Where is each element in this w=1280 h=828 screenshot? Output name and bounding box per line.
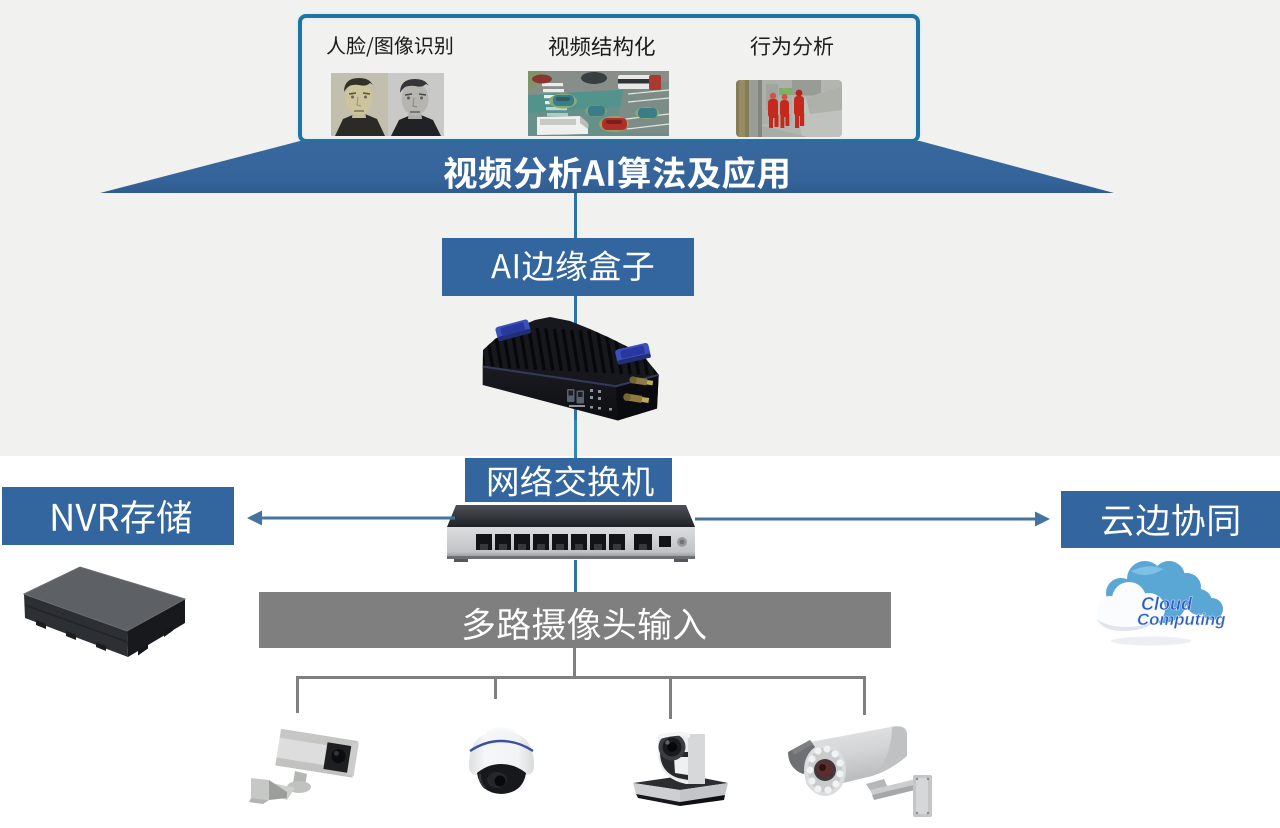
svg-text:Computing: Computing (1137, 610, 1226, 629)
svg-text:Cloud: Cloud (1141, 594, 1193, 614)
